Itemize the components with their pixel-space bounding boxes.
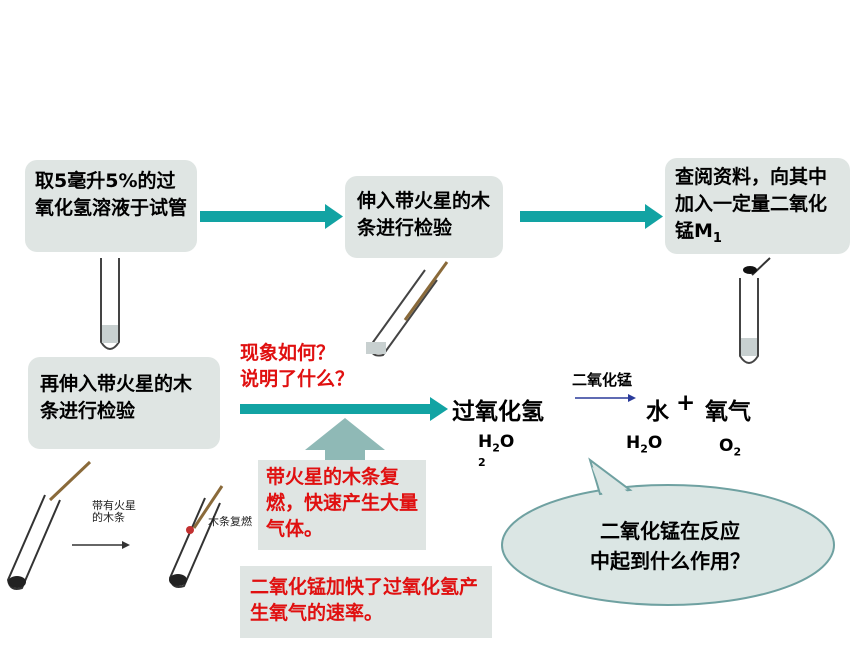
flow-arrow-1: [200, 204, 343, 229]
product-1-formula-o: O: [647, 433, 663, 453]
reactant-formula: H2O 2: [478, 433, 514, 469]
figure-label-2: 木条复燃: [208, 516, 252, 528]
observation-text: 带火星的木条复燃，快速产生大量气体。: [266, 466, 419, 540]
reactant-formula-o: O: [499, 432, 515, 452]
illustration-tube-left: [6, 460, 130, 590]
step-3-subscript: 1: [712, 230, 722, 246]
product-2-name: 氧气: [705, 399, 751, 425]
step-1-text: 取5毫升5%的过氧化氢溶液于试管: [35, 170, 188, 219]
observation-box: 带火星的木条复燃，快速产生大量气体。: [258, 460, 426, 550]
callout-line-2: 中起到什么作用？: [590, 549, 750, 573]
product-1-formula: H2O: [626, 433, 662, 455]
figure-label-1-line-2: 的木条: [92, 511, 125, 524]
reactant-name: 过氧化氢: [452, 399, 544, 425]
step-4-text: 再伸入带火星的木条进行检验: [40, 373, 193, 422]
question-line-2: 说明了什么？: [240, 368, 355, 390]
product-1-formula-sub: 2: [640, 442, 648, 456]
reaction-arrow: [575, 394, 636, 402]
conclusion-box: 二氧化锰加快了过氧化氢产生氧气的速率。: [240, 566, 492, 638]
product-1-name: 水: [646, 399, 669, 425]
figure-label-1: 带有火星 的木条: [92, 500, 136, 524]
conclusion-text: 二氧化锰加快了过氧化氢产生氧气的速率。: [250, 576, 479, 624]
callout-text: 二氧化锰在反应 中起到什么作用？: [540, 516, 800, 576]
catalyst-label: 二氧化锰: [572, 371, 633, 389]
test-tube-3: [739, 257, 771, 364]
step-box-2: 伸入带火星的木条进行检验: [345, 176, 503, 258]
step-3-text: 查阅资料，向其中加入一定量二氧化锰M: [675, 166, 828, 242]
reactant-formula-sub1: 2: [492, 441, 500, 455]
callout-line-1: 二氧化锰在反应: [600, 519, 740, 543]
reactant-formula-h: H: [478, 432, 493, 452]
reactant-formula-sub2: 2: [478, 456, 486, 470]
flow-arrow-2: [520, 204, 663, 229]
test-tube-1: [100, 258, 120, 350]
step-2-text: 伸入带火星的木条进行检验: [357, 190, 491, 239]
step-box-3: 查阅资料，向其中加入一定量二氧化锰M1: [665, 158, 850, 254]
plus-sign: +: [676, 390, 696, 416]
illustration-tube-right: [168, 485, 224, 588]
question-text: 现象如何？ 说明了什么？: [240, 340, 420, 392]
step-box-1: 取5毫升5%的过氧化氢溶液于试管: [25, 160, 197, 252]
product-2-formula-o: O: [719, 436, 734, 456]
question-line-1: 现象如何？: [240, 342, 336, 364]
up-arrow: [305, 418, 385, 462]
product-1-formula-h: H: [626, 433, 641, 453]
step-box-4: 再伸入带火星的木条进行检验: [28, 357, 220, 449]
flow-arrow-3: [240, 397, 448, 421]
figure-label-1-line-1: 带有火星: [92, 499, 136, 512]
product-2-formula: O2: [719, 436, 741, 458]
product-2-formula-sub: 2: [733, 445, 742, 459]
callout-bubble-shape: [501, 457, 835, 606]
test-tube-2: [366, 261, 449, 357]
